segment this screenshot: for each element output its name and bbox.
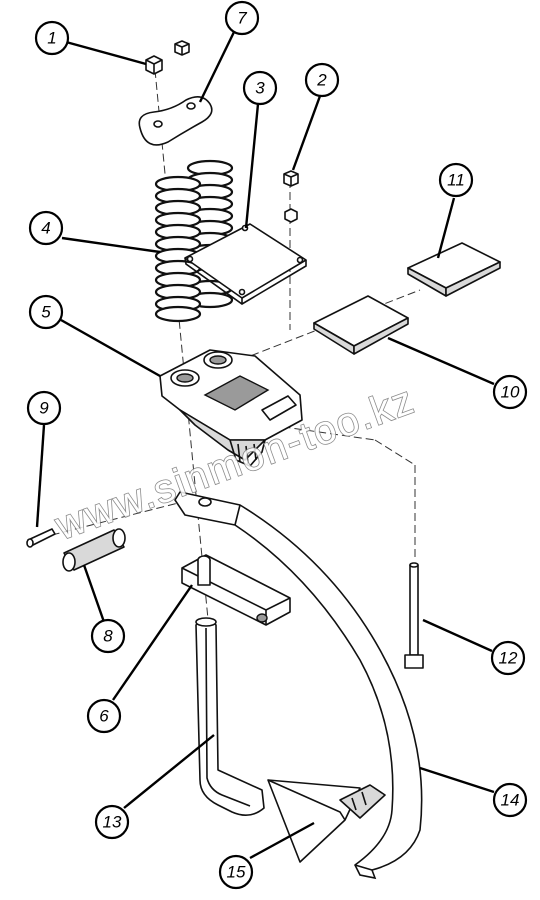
callout-label: 2 [316,71,327,90]
callout-2: 2 [304,62,340,98]
callout-label: 11 [447,171,465,190]
callout-5: 5 [28,294,64,330]
callout-3: 3 [242,70,278,106]
callout-11: 11 [438,162,474,198]
stabilizer-bar-part-13 [195,617,265,816]
callout-14: 14 [492,782,528,818]
callout-label: 4 [41,219,50,238]
callout-1: 1 [34,20,70,56]
bracket-part-5 [159,349,303,467]
leader-lines [35,31,495,860]
pin-part-9 [26,528,56,548]
callout-13: 13 [94,804,130,840]
callout-label: 9 [39,399,49,418]
callout-label: 14 [501,791,520,810]
bolt-part-12 [404,562,424,669]
callout-12: 12 [490,640,526,676]
callout-label: 7 [237,9,247,28]
callout-4: 4 [28,210,64,246]
callout-8: 8 [90,618,126,654]
link-plate-part-7 [138,96,213,146]
callout-label: 1 [47,29,56,48]
callout-9: 9 [26,390,62,426]
callout-label: 3 [255,79,265,98]
callout-6: 6 [86,698,122,734]
callout-label: 13 [103,813,122,832]
clamp-part-6 [181,554,291,626]
callout-label: 10 [501,383,520,402]
shovel-part-15 [267,779,386,863]
callout-15: 15 [218,854,254,890]
callout-10: 10 [492,374,528,410]
curved-tine-part-14 [174,491,423,880]
callout-label: 5 [41,303,51,322]
nut-part-2 [283,170,299,223]
callout-label: 6 [99,707,109,726]
callout-label: 8 [103,627,113,646]
callout-label: 15 [227,863,246,882]
pad-part-11 [407,242,501,297]
pin-part-8 [62,528,126,572]
callout-7: 7 [224,0,260,36]
springs-part-4 [154,159,234,323]
pad-part-10 [313,295,409,355]
nut-part-1 [145,40,190,75]
callout-label: 12 [499,649,518,668]
